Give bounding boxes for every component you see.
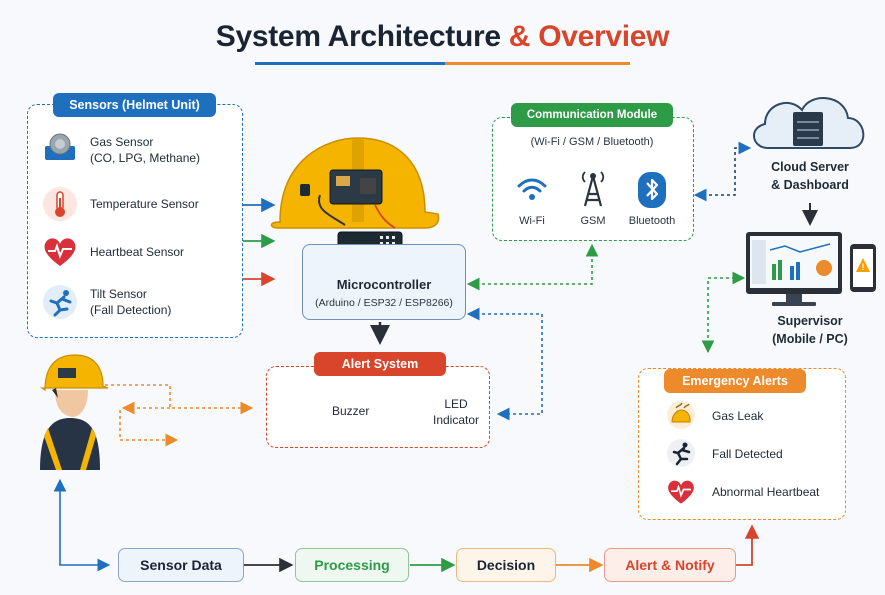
flow-step-sensor-data: Sensor Data <box>118 548 244 582</box>
worker-illustration <box>40 354 109 470</box>
flow-step-processing: Processing <box>295 548 409 582</box>
link-worker-flow <box>53 478 111 572</box>
link-worker-alert <box>105 384 254 415</box>
microcontroller-label: Microcontroller <box>336 277 432 292</box>
link-supervisor-emergency <box>701 271 746 354</box>
smart-helmet-illustration <box>270 137 440 261</box>
supervisor-label: Supervisor (Mobile / PC) <box>755 312 865 348</box>
emergency-heading: Emergency Alerts <box>664 369 806 393</box>
sensor-item-heartbeat: Heartbeat Sensor <box>90 244 230 260</box>
title-accent: & Overview <box>508 20 670 53</box>
flow-step-alert-notify: Alert & Notify <box>604 548 736 582</box>
cloud-line1: Cloud Server <box>771 160 849 174</box>
title-main: System Architecture <box>215 20 501 53</box>
wifi-icon <box>516 174 548 204</box>
emergency-item-gas-leak: Gas Leak <box>712 409 764 423</box>
microcontroller-box: Microcontroller (Arduino / ESP32 / ESP82… <box>302 244 466 320</box>
flow-step-decision: Decision <box>456 548 556 582</box>
sensor-gas-line2: (CO, LPG, Methane) <box>90 151 201 165</box>
gsm-tower-icon <box>576 168 610 208</box>
link-worker-alert-2 <box>119 410 179 447</box>
supervisor-devices-illustration: ! <box>746 232 876 306</box>
link-comm-cloud <box>693 141 752 202</box>
sensor-tilt-line1: Tilt Sensor <box>90 287 147 301</box>
sensor-gas-line1: Gas Sensor <box>90 135 154 149</box>
sensor-temperature-line1: Temperature Sensor <box>90 197 199 211</box>
sensor-heartbeat-line1: Heartbeat Sensor <box>90 245 185 259</box>
link-micro-alert <box>466 307 543 421</box>
wifi-label: Wi-Fi <box>519 215 545 227</box>
title-underline-blue <box>255 62 445 65</box>
emergency-item-abnormal-heartbeat: Abnormal Heartbeat <box>712 485 820 499</box>
supervisor-line1: Supervisor <box>777 314 843 328</box>
sensor-item-temperature: Temperature Sensor <box>90 196 230 212</box>
alert-system-heading: Alert System <box>314 352 446 376</box>
buzzer-label: Buzzer <box>332 404 370 418</box>
supervisor-line2: (Mobile / PC) <box>772 332 848 346</box>
svg-text:!: ! <box>862 262 865 272</box>
link-micro-comm <box>466 243 599 291</box>
cloud-server-label: Cloud Server & Dashboard <box>755 158 865 194</box>
gas-sensor-icon <box>40 128 80 168</box>
thermometer-icon <box>42 186 78 222</box>
gsm-label: GSM <box>580 215 606 227</box>
abnormal-heartbeat-icon <box>666 478 696 506</box>
heart-pulse-icon <box>42 236 78 268</box>
communication-heading: Communication Module <box>511 103 673 127</box>
communication-sub: (Wi-Fi / GSM / Bluetooth) <box>530 136 654 148</box>
sensor-item-gas: Gas Sensor (CO, LPG, Methane) <box>90 134 220 166</box>
title-underline-orange <box>445 62 630 65</box>
cloud-line2: & Dashboard <box>771 178 849 192</box>
sensors-heading: Sensors (Helmet Unit) <box>53 93 216 117</box>
led-line1: LED <box>444 397 468 411</box>
emergency-item-fall-detected: Fall Detected <box>712 447 783 461</box>
fall-detected-icon <box>666 438 696 468</box>
gas-leak-icon <box>666 400 696 430</box>
arrow-flow-4 <box>736 524 760 566</box>
bluetooth-label: Bluetooth <box>628 215 676 227</box>
falling-person-icon <box>42 284 78 320</box>
page-title: System Architecture & Overview <box>0 20 885 54</box>
sensor-item-tilt: Tilt Sensor (Fall Detection) <box>90 286 220 318</box>
led-line2: Indicator <box>432 413 480 427</box>
alert-system-panel <box>266 366 490 448</box>
microcontroller-sub: (Arduino / ESP32 / ESP8266) <box>315 297 453 309</box>
cloud-server-illustration <box>753 97 865 149</box>
sensor-tilt-line2: (Fall Detection) <box>90 303 172 317</box>
bluetooth-icon <box>638 172 666 208</box>
led-indicator-label: LED Indicator <box>426 396 486 428</box>
